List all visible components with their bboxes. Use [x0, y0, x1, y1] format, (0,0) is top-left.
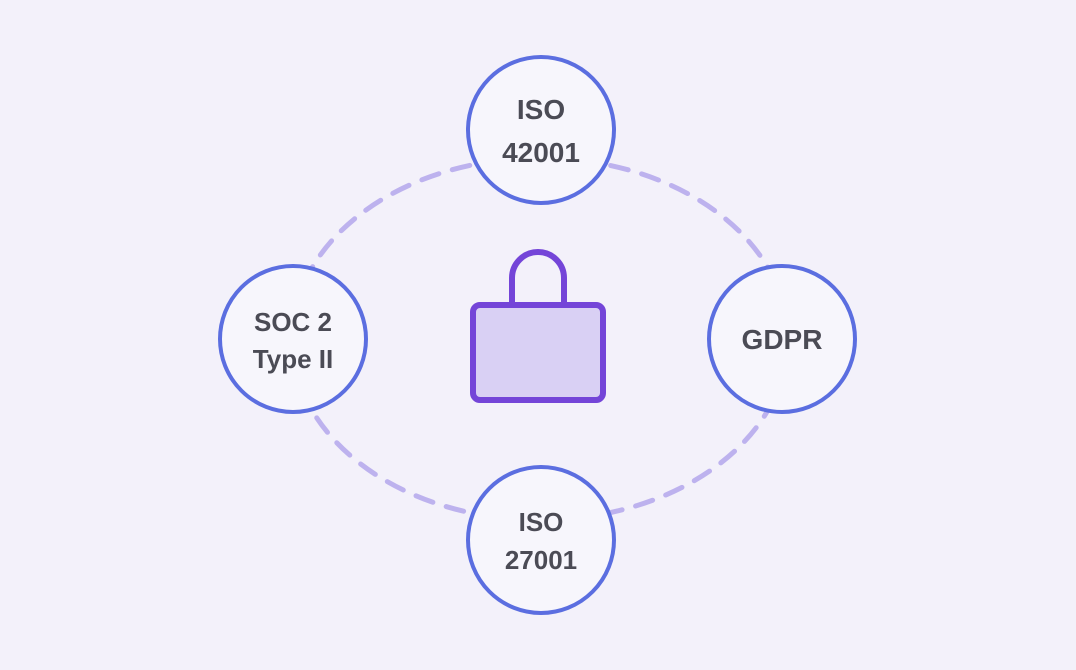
badge-gdpr-circle [707, 264, 857, 414]
badge-gdpr: GDPR [707, 264, 857, 414]
badge-soc2-type2-circle [218, 264, 368, 414]
lock-shackle [509, 249, 567, 307]
badge-iso-42001-line2: 42001 [502, 137, 580, 168]
badge-iso-27001-line1: ISO [519, 507, 564, 537]
badge-iso-42001-circle [466, 55, 616, 205]
lock-icon [470, 249, 606, 403]
badge-iso-27001: ISO 27001 [466, 465, 616, 615]
badge-iso-42001-line1: ISO [517, 94, 565, 125]
badge-iso-27001-circle [466, 465, 616, 615]
badge-soc2-type2: SOC 2 Type II [218, 264, 368, 414]
badge-iso-42001: ISO 42001 [466, 55, 616, 205]
badge-soc2-type2-line2: Type II [253, 344, 333, 374]
badge-iso-27001-line2: 27001 [505, 545, 577, 575]
lock-body [470, 302, 606, 403]
badge-gdpr-line1: GDPR [742, 324, 823, 355]
badge-soc2-type2-line1: SOC 2 [254, 307, 332, 337]
